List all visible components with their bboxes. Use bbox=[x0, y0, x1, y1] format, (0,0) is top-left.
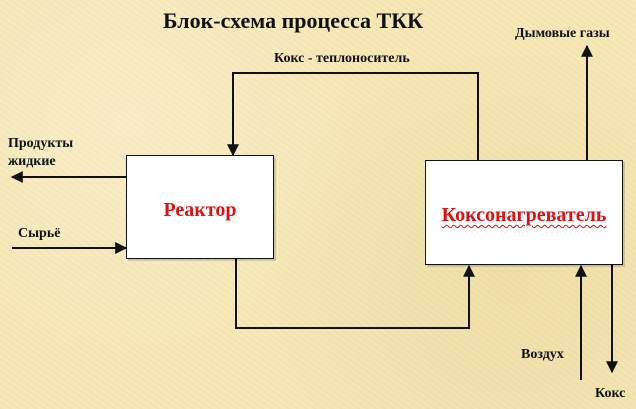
coke-carrier-arrow bbox=[227, 72, 479, 160]
coke-label: Кокс bbox=[595, 386, 626, 401]
coke-carrier-label: Кокс - теплоноситель bbox=[274, 51, 410, 66]
reactor-to-heater-arrow bbox=[235, 258, 475, 329]
feedstock-label: Сырьё bbox=[18, 226, 61, 241]
flue-gases-label: Дымовые газы bbox=[515, 26, 610, 41]
reactor-box: Реактор bbox=[126, 155, 274, 259]
diagram-title: Блок-схема процесса ТКК bbox=[163, 8, 424, 33]
liquid-products-label-line1: Продукты bbox=[8, 136, 74, 151]
coke-heater-label: Коксонагреватель bbox=[441, 204, 607, 226]
liquid-products-label-line2: жидкие bbox=[8, 154, 56, 169]
air-label: Воздух bbox=[521, 347, 564, 362]
reactor-label: Реактор bbox=[163, 199, 237, 221]
coke-heater-box: Коксонагреватель bbox=[425, 160, 623, 265]
